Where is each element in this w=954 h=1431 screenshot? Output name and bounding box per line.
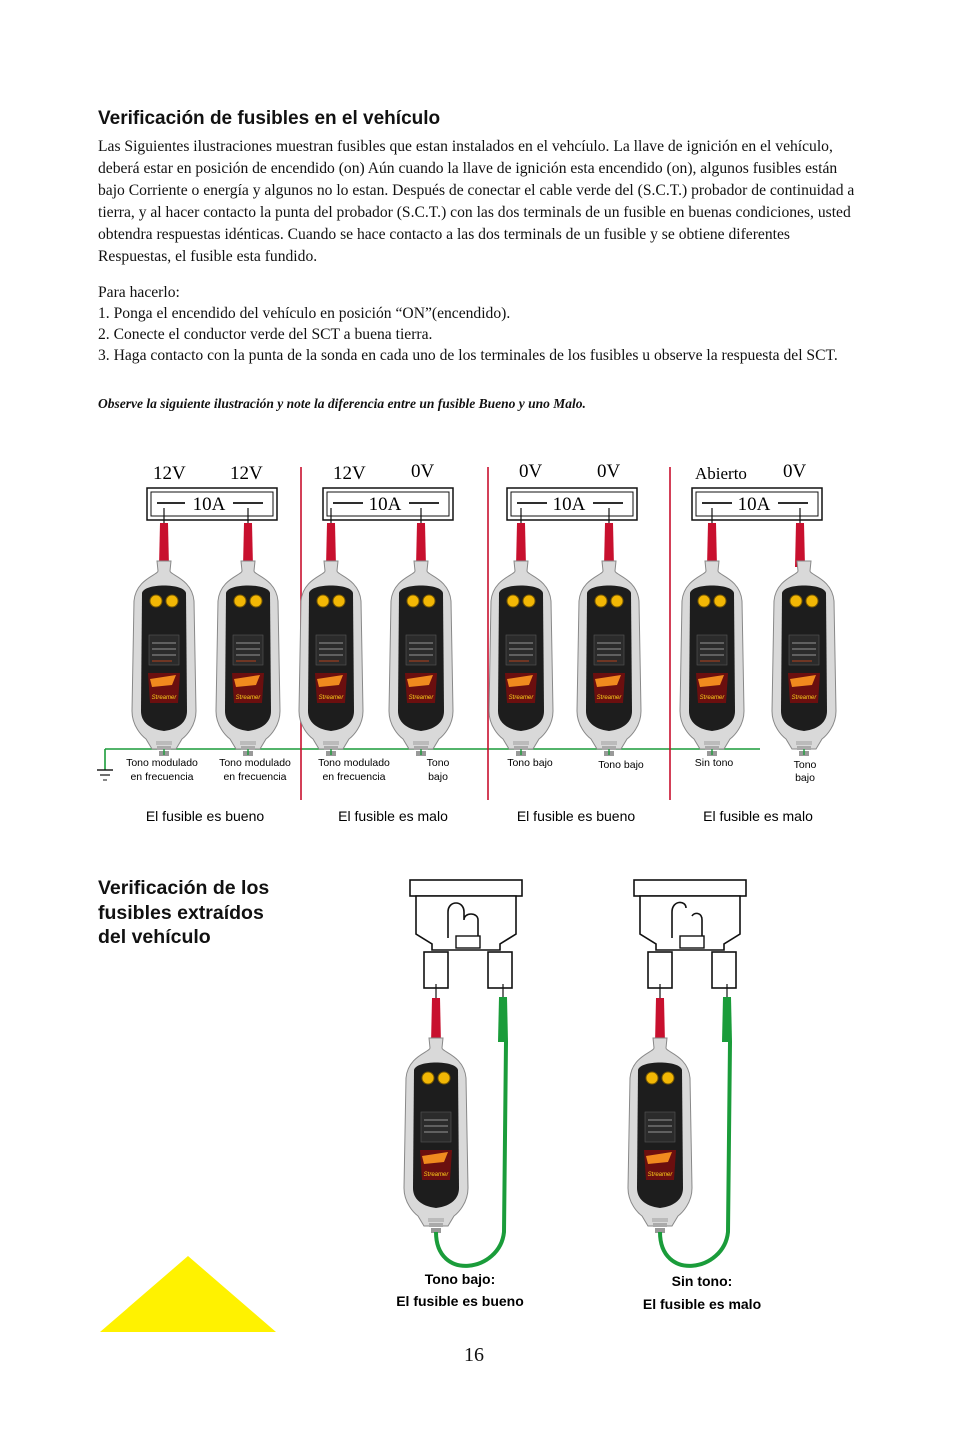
removed-fuse-case: Sin tono: El fusible es malo	[627, 879, 761, 1312]
probe-tester	[403, 1037, 469, 1234]
fuse-rating: 10A	[553, 494, 586, 515]
step-item: 3. Haga contacto con la punta de la sond…	[98, 347, 838, 364]
tone-label: Tono bajo	[598, 759, 644, 771]
fuse-rating: 10A	[193, 494, 226, 515]
fuse-rating: 10A	[738, 494, 771, 515]
panel-result: El fusible es malo	[338, 808, 448, 824]
fuse-symbol: 10A	[691, 487, 823, 521]
illustration-note: Observe la siguiente ilustración y note …	[98, 396, 586, 411]
removed-fuse-case: Tono bajo: El fusible es bueno	[396, 879, 524, 1309]
tone-label: Sin tono	[695, 757, 734, 769]
test-panel: 0V 0V 10A Tono bajo Tono bajo El fusible…	[488, 461, 644, 824]
panel-result: El fusible es bueno	[146, 808, 265, 824]
voltage-label-right: 0V	[411, 461, 435, 482]
probe-tester	[488, 560, 554, 757]
ground-lead	[434, 1041, 508, 1268]
fuse-symbol: 10A	[146, 487, 278, 521]
probe-tester	[771, 560, 837, 757]
intro-paragraph: Las Siguientes ilustraciones muestran fu…	[98, 138, 855, 265]
removed-fuse-diagram: Streamer Tono bajo: El fusible es bueno	[396, 879, 761, 1312]
section-title: Verificación de fusibles en el vehículo	[98, 108, 441, 129]
tone-label: bajo	[428, 771, 448, 783]
tone-label: Tono	[427, 757, 450, 769]
panel-result: El fusible es malo	[703, 808, 813, 824]
case-caption: Tono bajo:	[425, 1271, 496, 1287]
tone-label: en frecuencia	[223, 771, 286, 783]
steps-intro: Para hacerlo:	[98, 284, 180, 301]
tone-label: Tono bajo	[507, 757, 553, 769]
step-item: 2. Conecte el conductor verde del SCT a …	[98, 326, 433, 343]
section-title-line: del vehículo	[98, 926, 211, 948]
tone-label: Tono	[794, 759, 817, 771]
tone-label: Tono modulado	[126, 757, 198, 769]
tone-label: en frecuencia	[322, 771, 385, 783]
tone-label: Tono modulado	[219, 757, 291, 769]
steps-list: Para hacerlo: 1. Ponga el encendido del …	[98, 282, 858, 366]
voltage-label-left: Abierto	[695, 464, 747, 483]
voltage-label-left: 12V	[153, 463, 186, 484]
probe-tester	[215, 560, 281, 757]
fuse-icon	[409, 879, 523, 989]
probe-tester	[131, 560, 197, 757]
probe-tester	[679, 560, 745, 757]
test-panel: 12V 12V 10A Tono modulado en frecuencia …	[126, 463, 291, 824]
test-panel: 12V 0V 10A Tono modulado en frecuencia T…	[298, 461, 454, 824]
probe-tester	[627, 1037, 693, 1234]
tone-label: en frecuencia	[130, 771, 193, 783]
case-caption: El fusible es bueno	[396, 1293, 524, 1309]
ground-lead	[658, 1041, 732, 1268]
step-item: 1. Ponga el encendido del vehículo en po…	[98, 305, 511, 322]
voltage-label-right: 12V	[230, 463, 263, 484]
panel-result: El fusible es bueno	[517, 808, 636, 824]
probe-tester	[576, 560, 642, 757]
case-caption: Sin tono:	[672, 1273, 733, 1289]
fuse-icon	[633, 879, 747, 989]
test-panel: Abierto 0V 10A Sin tono Tono bajo El fus…	[679, 461, 837, 824]
voltage-label-left: 12V	[333, 463, 366, 484]
tone-label: bajo	[795, 772, 815, 784]
case-caption: El fusible es malo	[643, 1296, 761, 1312]
installed-fuse-diagram: Streamer 12V 12V 10	[97, 461, 837, 824]
probe-tester	[298, 560, 364, 757]
warning-triangle-icon	[100, 1256, 276, 1332]
probe-tester	[388, 560, 454, 757]
fuse-rating: 10A	[369, 494, 402, 515]
voltage-label-left: 0V	[519, 461, 543, 482]
section-title-line: Verificación de los	[98, 877, 270, 899]
fuse-symbol: 10A	[322, 487, 454, 521]
tone-label: Tono modulado	[318, 757, 390, 769]
fuse-element-broken	[671, 901, 687, 938]
voltage-label-right: 0V	[783, 461, 807, 482]
section-title-line: fusibles extraídos	[98, 901, 264, 924]
page-number: 16	[464, 1344, 484, 1366]
section-title: Verificación de los fusibles extraídos d…	[98, 876, 269, 950]
fuse-element-intact	[447, 902, 479, 938]
ground-symbol-icon	[97, 769, 113, 781]
voltage-label-right: 0V	[597, 461, 621, 482]
fuse-symbol: 10A	[506, 487, 638, 521]
